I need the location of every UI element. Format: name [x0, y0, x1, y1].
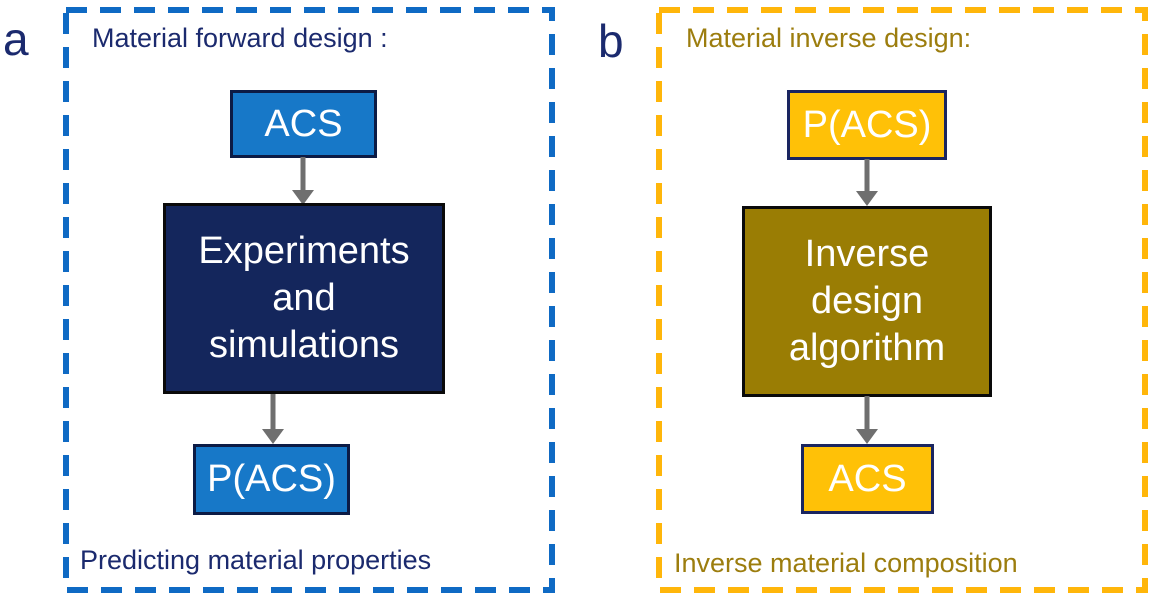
panel-a-label: a [3, 13, 29, 65]
arrow-stem [270, 394, 276, 431]
arrow-head [292, 190, 314, 205]
arrow-down-icon [856, 159, 878, 206]
panel-b-dashed-frame [656, 7, 1148, 593]
panel-b-input-box-pacs: P(ACS) [787, 90, 947, 160]
arrow-down-icon [262, 394, 284, 444]
panel-b-title: Material inverse design: [686, 23, 972, 53]
arrow-head [856, 191, 878, 206]
arrow-down-icon [856, 396, 878, 444]
arrow-stem [300, 157, 306, 192]
panel-a-output-box-pacs: P(ACS) [193, 444, 350, 515]
arrow-down-icon [292, 157, 314, 205]
panel-a-dashed-frame [63, 7, 555, 593]
panel-a-title: Material forward design : [92, 23, 388, 53]
panel-a-input-box-acs: ACS [230, 90, 377, 158]
arrow-head [262, 429, 284, 444]
panel-b-process-box-inverse-design: Inverse design algorithm [742, 206, 992, 397]
panel-b-caption: Inverse material composition [674, 548, 1018, 578]
panel-b-label: b [598, 15, 624, 67]
panel-a-caption: Predicting material properties [80, 545, 432, 575]
arrow-head [856, 429, 878, 444]
panel-b-output-box-acs: ACS [801, 444, 934, 514]
arrow-stem [864, 396, 870, 431]
arrow-stem [864, 159, 870, 193]
panel-a-process-box-experiments: Experiments and simulations [163, 203, 445, 394]
